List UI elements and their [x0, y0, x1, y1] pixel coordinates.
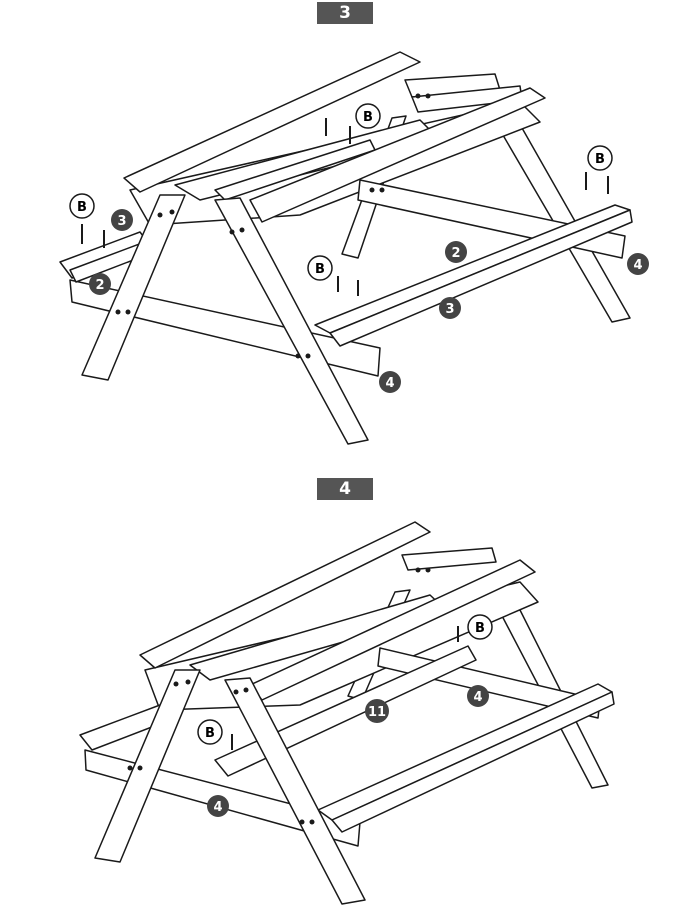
step-4-label: 4	[317, 478, 373, 500]
callout-b-3: B	[587, 145, 613, 171]
svg-text:2: 2	[95, 278, 104, 293]
screw-icon	[81, 118, 609, 296]
bolt-holes	[127, 567, 431, 825]
part-badge: 4	[627, 253, 649, 275]
callout-b-text: B	[315, 262, 325, 277]
callout-b-text: B	[77, 200, 87, 215]
svg-text:4: 4	[633, 258, 642, 273]
svg-text:4: 4	[213, 800, 222, 815]
svg-text:4: 4	[385, 376, 394, 391]
back-top-board	[401, 547, 497, 571]
svg-text:2: 2	[451, 246, 460, 261]
callout-b-text: B	[363, 110, 373, 125]
front-leg-left	[94, 669, 201, 863]
svg-text:11: 11	[368, 705, 386, 720]
part-badge: 11	[365, 699, 389, 723]
part-badge: 4	[379, 371, 401, 393]
bolt-holes	[115, 93, 431, 359]
step-3-illustration: B B B B 3 2 2 3 4 4	[59, 51, 649, 445]
front-leg-right	[214, 197, 369, 445]
callout-b-2: B	[69, 193, 95, 219]
front-leg-right	[224, 677, 366, 905]
callout-b-2: B	[197, 719, 223, 745]
tabletop-board-1	[139, 521, 431, 669]
tabletop-board-4	[249, 87, 546, 223]
callout-b-4: B	[307, 255, 333, 281]
svg-text:3: 3	[117, 214, 126, 229]
callout-b-1: B	[467, 614, 493, 640]
part-badge: 2	[445, 241, 467, 263]
callout-b-text: B	[595, 152, 605, 167]
tabletop-board-1	[123, 51, 421, 193]
front-leg-left	[81, 194, 186, 381]
screw-icon	[231, 626, 459, 750]
svg-text:3: 3	[445, 302, 454, 317]
part-badge: 3	[439, 297, 461, 319]
callout-b-1: B	[355, 103, 381, 129]
part-badge: 4	[467, 685, 489, 707]
part-badge: 3	[111, 209, 133, 231]
svg-text:4: 4	[473, 690, 482, 705]
step-3-label: 3	[317, 2, 373, 24]
bench-right-board-2	[329, 209, 633, 347]
part-badge: 4	[207, 795, 229, 817]
callout-b-text: B	[475, 621, 485, 636]
part-badge: 2	[89, 273, 111, 295]
step-4-illustration: B B 4 11 4	[79, 521, 615, 905]
bench-right-board-2	[331, 691, 615, 833]
callout-b-text: B	[205, 726, 215, 741]
